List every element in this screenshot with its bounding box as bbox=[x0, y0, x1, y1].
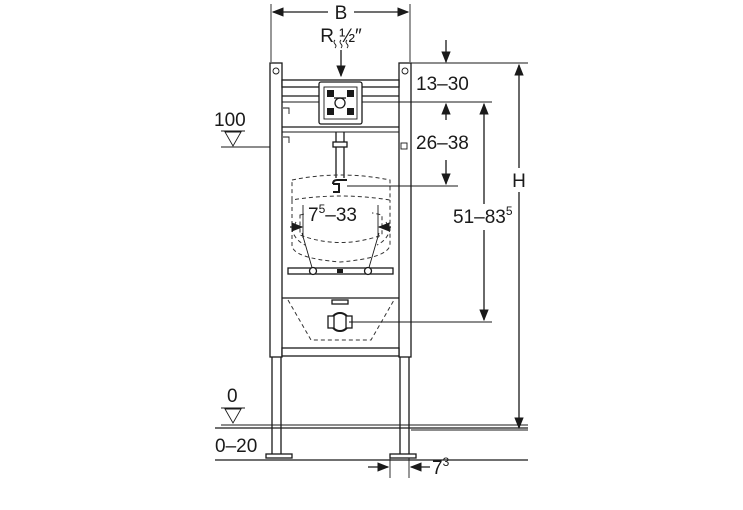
drain-fitting bbox=[327, 312, 353, 332]
foot-offset-dimension: 73 bbox=[368, 455, 450, 479]
flush-valve-box bbox=[318, 81, 363, 125]
wave-arrow-icon bbox=[333, 39, 349, 78]
urinal-outline bbox=[287, 174, 395, 341]
flush-pipe bbox=[332, 132, 348, 193]
spacing-value: 75–33 bbox=[308, 202, 357, 226]
level-100-label: 100 bbox=[214, 110, 246, 131]
right-dimensions: 13–30 26–38 51–835 H bbox=[347, 40, 530, 431]
frame-legs bbox=[265, 357, 417, 459]
drain-height-label: 51–835 bbox=[453, 204, 513, 228]
spacing-dimension: 75–33 bbox=[290, 201, 391, 238]
triangle-down-icon bbox=[221, 407, 245, 424]
connection-label: R ½″ bbox=[320, 26, 362, 47]
mounting-bolts bbox=[301, 232, 380, 305]
level-100-marker: 100 bbox=[214, 110, 270, 148]
floor-range: 0–20 bbox=[215, 427, 528, 461]
top-offset-label: 13–30 bbox=[416, 74, 469, 95]
floor-range-label: 0–20 bbox=[215, 436, 257, 457]
level-0-marker: 0 bbox=[221, 386, 528, 426]
triangle-down-icon bbox=[221, 130, 245, 147]
foot-offset-label: 73 bbox=[432, 455, 450, 479]
width-dimension: B bbox=[270, 2, 411, 62]
inlet-offset-label: 26–38 bbox=[416, 133, 469, 154]
level-0-label: 0 bbox=[227, 386, 238, 407]
water-connection: R ½″ bbox=[320, 26, 362, 78]
width-label: B bbox=[335, 3, 348, 24]
height-label: H bbox=[512, 171, 526, 192]
